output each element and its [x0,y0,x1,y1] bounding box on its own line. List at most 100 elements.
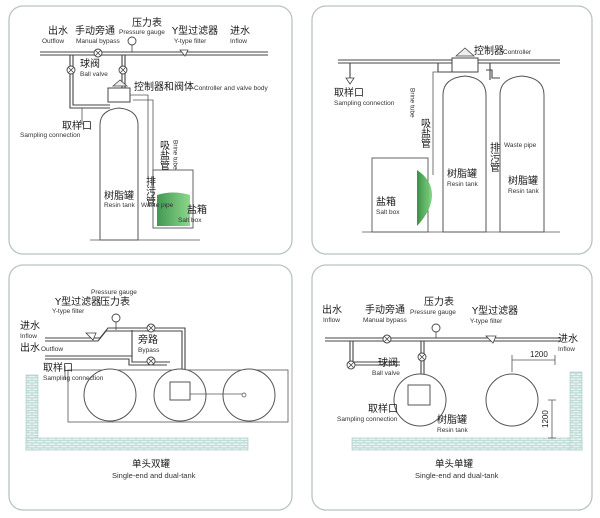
p1-resin-tank [99,107,139,241]
p4-outflow-en: Inflow [323,317,340,324]
p3-inflow-en: Inflow [20,333,37,340]
p2-waste-label: 排污管 [488,141,500,173]
p2-sampling-icon [345,77,355,85]
p2-resin-tank-2 [499,75,545,233]
p4-gauge-en: Pressure gauge [410,309,456,316]
p4-dim-horizontal [511,355,556,372]
p2-salt-en: Salt box [376,209,400,216]
p1-ballvalve-en: Ball valve [80,71,108,78]
p1-bypass-label: 手动旁通 [75,24,115,37]
panel4-diagram [325,323,583,451]
p1-sampling-en: Sampling connection [20,132,81,139]
p2-controller-body [451,57,479,73]
p2-resin2-label: 树脂罐 [508,174,538,187]
p3-controller-body [169,381,191,401]
p3-tank-left [83,368,137,422]
p1-inflow-label: 进水 [230,25,250,37]
p3-valve-top-icon [146,323,156,333]
p4-controller-body [407,384,431,406]
p1-ballvalve-label: 球阀 [80,57,100,70]
p4-resin-en: Resin tank [437,427,468,434]
p4-outflow-label: 出水 [322,303,342,316]
p1-bypass-valve-icon [93,48,103,58]
p3-filter-label: Y型过滤器 [54,295,101,308]
p4-filter-label: Y型过滤器 [471,304,518,317]
p3-bypass-en: Bypass [138,347,160,354]
p4-ballvalve-en: Ball valve [372,370,400,377]
p2-waste-en: Waste pipe [504,142,537,149]
p2-brine-en: Brine tube [409,88,416,118]
p4-dim-v-label: 1200 [541,410,550,428]
p3-gauge-en: Pressure gauge [91,289,137,296]
p4-inflow-en: Inflow [558,346,575,353]
p4-gauge-label: 压力表 [424,295,454,308]
p1-outflow-label: 出水 [48,24,68,37]
p4-wall-floor [351,437,583,451]
p4-dim-h-label: 1200 [530,350,548,359]
p2-sampling-label: 取样口 [334,86,364,99]
p1-resin-label: 树脂罐 [104,189,134,202]
p4-filter-en: Y-type filter [470,318,503,325]
p4-caption-en: Single-end and dual-tank [415,471,499,480]
p4-bypass-en: Manual bypass [363,317,407,324]
p2-controller-label: 控制器 [474,44,504,57]
p1-controller-label: 控制器和阀体 [134,80,194,93]
p2-brine-label: 吸盐管 [419,118,431,149]
p2-sampling-en: Sampling connection [334,100,395,107]
p1-brine-en: Brine tube [172,140,179,170]
p2-brine-tube [432,71,440,175]
p1-outflow-en: Outflow [42,38,64,45]
p3-inflow-label: 进水 [20,320,40,332]
p2-salt-label: 盐箱 [376,195,396,208]
p3-caption-en: Single-end and dual-tank [112,471,196,480]
p1-pressure-gauge-icon [127,36,137,52]
p3-wall-floor [25,437,249,451]
p1-y-filter-icon [179,49,189,57]
p4-valve-right-icon [417,352,427,362]
panel3-diagram [25,313,289,451]
p1-ball-valve-left-icon [66,65,76,75]
panel-top-left [8,5,293,255]
p4-resin-label: 树脂罐 [437,413,467,426]
p4-sampling-label: 取样口 [368,402,398,415]
p4-wall-right [569,371,583,451]
p4-valve-left-icon [346,360,356,370]
p3-gauge-label: 压力表 [100,295,130,308]
p4-ballvalve-label: 球阀 [378,356,398,369]
p4-caption: 单头单罐 [435,458,474,470]
p4-bypass-valve-icon [382,334,392,344]
p1-waste-en: Waste pipe [141,202,174,209]
p1-controller-body [107,87,131,103]
p3-filter-en: Y-type filter [52,308,85,315]
p1-controller-en: Controller and valve body [194,85,268,92]
p4-sampling-en: Sampling connection [337,416,398,423]
p3-tank-right [222,368,276,422]
p1-ball-valve-right-icon [118,65,128,75]
panel2-diagram [338,47,560,233]
p3-valve-mid-icon [146,356,156,366]
p1-gauge-en: Pressure gauge [119,29,165,36]
p1-filter-en: Y-type filter [174,38,207,45]
p1-brine-tube [130,94,149,178]
p4-dim-vertical [548,399,556,439]
p3-y-filter-icon [85,332,97,341]
p3-sampling-label: 取样口 [43,361,73,374]
p1-sampling-label: 取样口 [62,119,92,132]
p4-pressure-gauge-icon [431,323,441,338]
p1-gauge-label: 压力表 [132,16,162,29]
p3-pressure-gauge-icon [111,313,121,330]
p3-outflow-en: Outflow [41,346,63,353]
panel1-diagram [40,36,268,241]
p1-waste-label: 排污管 [144,175,156,207]
p2-resin2-en: Resin tank [508,188,539,195]
p2-resin1-en: Resin tank [447,181,478,188]
p3-bypass-label: 旁路 [138,333,158,346]
p1-bypass-en: Manual bypass [76,38,120,45]
p1-resin-en: Resin tank [104,202,135,209]
p4-inflow-label: 进水 [558,333,578,345]
p2-resin-tank-1 [442,75,487,233]
p1-salt-label: 盐箱 [187,203,207,216]
p2-resin1-label: 树脂罐 [447,167,477,180]
p3-outflow-label: 出水 [20,341,40,354]
